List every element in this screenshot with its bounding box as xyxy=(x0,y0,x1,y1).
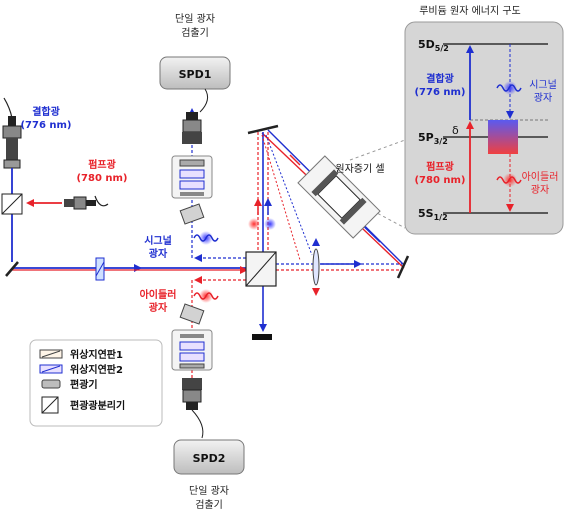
panel-connector-2 xyxy=(349,139,406,161)
panel-pump-label: 펌프광 xyxy=(426,160,454,173)
spd2-filter-stack xyxy=(171,329,213,371)
spd2-detector xyxy=(173,439,245,475)
atomic-vapor-cell xyxy=(297,155,381,239)
beam-dump xyxy=(252,334,272,340)
signal-photon-label-2: 광자 xyxy=(149,247,168,260)
spd1-detector xyxy=(159,56,231,90)
beam-dotted-red xyxy=(261,134,301,261)
spd2-fiber-coupler xyxy=(182,378,202,410)
waveplate-1-icon xyxy=(39,349,63,359)
legend-box xyxy=(29,339,163,427)
spd1-filter-stack xyxy=(171,155,213,199)
energy-level-panel xyxy=(404,21,564,235)
level-5s: 5S1/2 xyxy=(418,207,548,222)
legend-pbs: 편광광분리기 xyxy=(70,399,125,412)
polarizer-icon xyxy=(41,379,61,389)
left-mirror xyxy=(5,261,19,277)
idler-photon-label-2: 광자 xyxy=(149,301,168,314)
legend-waveplate-1: 위상지연판1 xyxy=(70,348,123,361)
arrow-diag-red xyxy=(289,154,301,166)
level-5d: 5D5/2 xyxy=(418,38,548,53)
signal-photon-icon xyxy=(193,231,219,245)
central-polarizing-beam-splitter xyxy=(245,251,277,287)
pump-label: 펌프광 xyxy=(88,158,116,171)
pump-fiber-collimator xyxy=(64,195,109,210)
beam-dotted-blue xyxy=(265,134,313,256)
panel-coupling-wavelength: (776 nm) xyxy=(414,87,465,98)
panel-coupling-label: 결합광 xyxy=(426,72,454,85)
panel-signal-photon-icon xyxy=(496,81,522,95)
level-5s-label: 5S xyxy=(418,207,434,220)
legend-polarizer: 편광기 xyxy=(70,378,98,391)
spd2-caption-2: 검출기 xyxy=(195,499,223,511)
idler-photon-icon xyxy=(193,289,219,303)
level-5d-sub: 5/2 xyxy=(435,44,449,53)
panel-pump-wavelength: (780 nm) xyxy=(414,175,465,186)
spd2-fiber xyxy=(191,409,204,439)
legend-waveplate-2: 위상지연판2 xyxy=(70,363,123,376)
photon-pair-icon xyxy=(248,218,276,230)
spd2-label: SPD2 xyxy=(193,452,226,465)
coupling-label: 결합광 xyxy=(32,105,60,118)
svg-text:5S1/2: 5S1/2 xyxy=(418,207,448,222)
atom-cell-label: 원자증기 셀 xyxy=(335,163,384,175)
spd1-caption: 단일 광자 xyxy=(175,13,215,25)
focusing-lens xyxy=(312,238,320,296)
polarizing-beam-splitter-left xyxy=(1,193,23,215)
spd1-caption-2: 검출기 xyxy=(181,27,209,39)
pump-wavelength-label: (780 nm) xyxy=(76,173,127,184)
top-mirror xyxy=(247,124,279,135)
spd1-label: SPD1 xyxy=(179,68,212,81)
coupling-wavelength-label: (776 nm) xyxy=(20,120,71,131)
main-waveplate xyxy=(95,257,105,281)
detuning-band xyxy=(488,120,518,154)
svg-text:5D5/2: 5D5/2 xyxy=(418,38,449,53)
level-5p: 5P3/2 δ xyxy=(418,119,548,154)
idler-photon-label: 아이들러 xyxy=(140,288,177,301)
panel-signal-label: 시그널 xyxy=(529,79,557,91)
panel-idler-label: 아이들러 xyxy=(522,171,559,183)
panel-signal-label-2: 광자 xyxy=(534,92,552,104)
spd1-fiber-coupler xyxy=(182,112,202,144)
level-5d-label: 5D xyxy=(418,38,435,51)
panel-idler-photon-icon xyxy=(496,173,522,187)
spd1-polarizer xyxy=(179,203,205,225)
waveplate-2-icon xyxy=(39,364,63,374)
svg-text:5P3/2: 5P3/2 xyxy=(418,131,448,146)
level-5s-sub: 1/2 xyxy=(434,213,448,222)
signal-photon-label: 시그널 xyxy=(144,234,172,247)
panel-idler-label-2: 광자 xyxy=(531,184,549,196)
right-mirror xyxy=(396,255,410,279)
delta-label: δ xyxy=(452,124,459,137)
coupling-fiber-collimator xyxy=(2,97,22,180)
polarizing-beam-splitter-icon xyxy=(41,396,59,414)
energy-panel-title: 루비듐 원자 에너지 구도 xyxy=(419,5,521,17)
spd2-polarizer xyxy=(179,303,205,325)
level-5p-label: 5P xyxy=(418,131,434,144)
spd2-caption: 단일 광자 xyxy=(189,485,229,497)
spd1-fiber xyxy=(199,88,209,113)
level-5p-sub: 3/2 xyxy=(434,137,448,146)
